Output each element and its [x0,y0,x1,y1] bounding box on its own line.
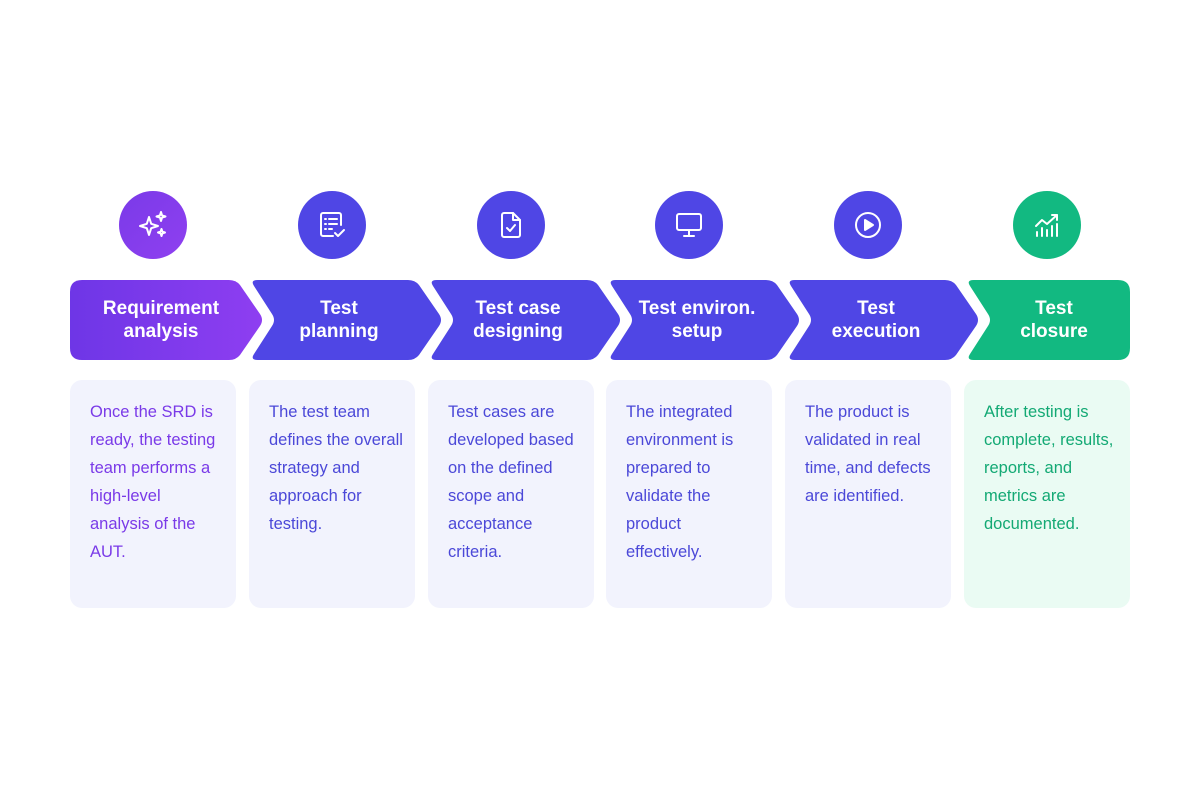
step-6-description: After testing is complete, results, repo… [984,403,1114,533]
step-3-description: Test cases are developed based on the de… [448,403,574,561]
step-3-title: Test case designing [473,298,563,342]
step-3-icon-circle [477,191,545,259]
chevron-test-execution [789,280,978,360]
step-5-description: The product is validated in real time, a… [805,403,931,505]
monitor-icon [676,213,702,237]
step-4-description-card: The integrated environment is prepared t… [606,380,772,608]
step-2-title: Test planning [299,298,379,342]
step-4-description: The integrated environment is prepared t… [626,403,734,561]
chevron-test-planning [252,280,441,360]
step-1-icon-circle [119,191,187,259]
chevron-test-case-designing [431,280,620,360]
step-2-description: The test team defines the overall strate… [269,403,403,533]
sparkles-icon [139,211,167,237]
checklist-icon [320,212,345,237]
step-6-title: Test closure [1020,298,1088,342]
step-2-icon-circle [298,191,366,259]
chevron-test-closure [968,280,1130,360]
step-2-description-card: The test team defines the overall strate… [249,380,415,608]
step-1-description-card: Once the SRD is ready, the testing team … [70,380,236,608]
chevron-test-environment-setup [610,280,799,360]
step-1-title: Requirement analysis [102,298,220,342]
step-6-icon-circle [1013,191,1081,259]
chevron-requirement-analysis [70,280,262,360]
step-5-description-card: The product is validated in real time, a… [785,380,951,608]
step-4-title: Test environ. setup [638,298,756,342]
step-3-description-card: Test cases are developed based on the de… [428,380,594,608]
document-check-icon [501,212,521,238]
chart-trending-icon [1035,214,1058,237]
step-5-icon-circle [834,191,902,259]
play-circle-icon [855,212,881,238]
step-1-description: Once the SRD is ready, the testing team … [90,403,216,561]
step-4-icon-circle [655,191,723,259]
step-6-description-card: After testing is complete, results, repo… [964,380,1130,608]
step-5-title: Test execution [831,298,921,342]
